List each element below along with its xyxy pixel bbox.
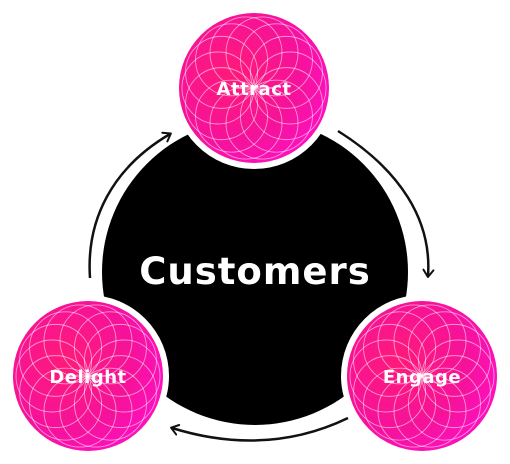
pattern-ring <box>195 23 269 97</box>
node-engage: Engage <box>341 295 503 457</box>
pattern-ring <box>59 304 133 378</box>
pattern-ring <box>353 323 427 397</box>
pattern-ring <box>393 304 467 378</box>
node-engage-label: Engage <box>383 367 461 388</box>
pattern-ring <box>249 35 323 109</box>
pattern-ring <box>73 311 147 385</box>
arrow-engage-to-delight <box>170 416 349 442</box>
arrow-delight-to-attract <box>88 131 172 279</box>
node-delight: Delight <box>7 295 169 457</box>
pattern-ring <box>43 304 117 378</box>
pattern-ring <box>363 311 436 385</box>
pattern-ring <box>225 16 299 90</box>
pattern-ring <box>19 323 93 397</box>
pattern-ring <box>83 323 157 397</box>
pattern-ring <box>29 311 103 385</box>
center-label: Customers <box>139 250 371 293</box>
node-attract: Attract <box>173 7 335 169</box>
node-attract-label: Attract <box>217 79 292 100</box>
pattern-ring <box>377 304 451 378</box>
arrow-attract-to-engage <box>337 129 435 278</box>
node-attract-pattern <box>181 16 327 160</box>
node-engage-pattern <box>349 304 495 448</box>
node-delight-pattern <box>15 304 161 448</box>
pattern-ring <box>408 311 481 385</box>
pattern-ring <box>209 16 283 90</box>
pattern-ring <box>240 23 313 97</box>
node-delight-label: Delight <box>49 367 126 388</box>
center-circle <box>102 119 408 425</box>
pattern-ring <box>185 35 259 109</box>
pattern-ring <box>417 323 491 397</box>
